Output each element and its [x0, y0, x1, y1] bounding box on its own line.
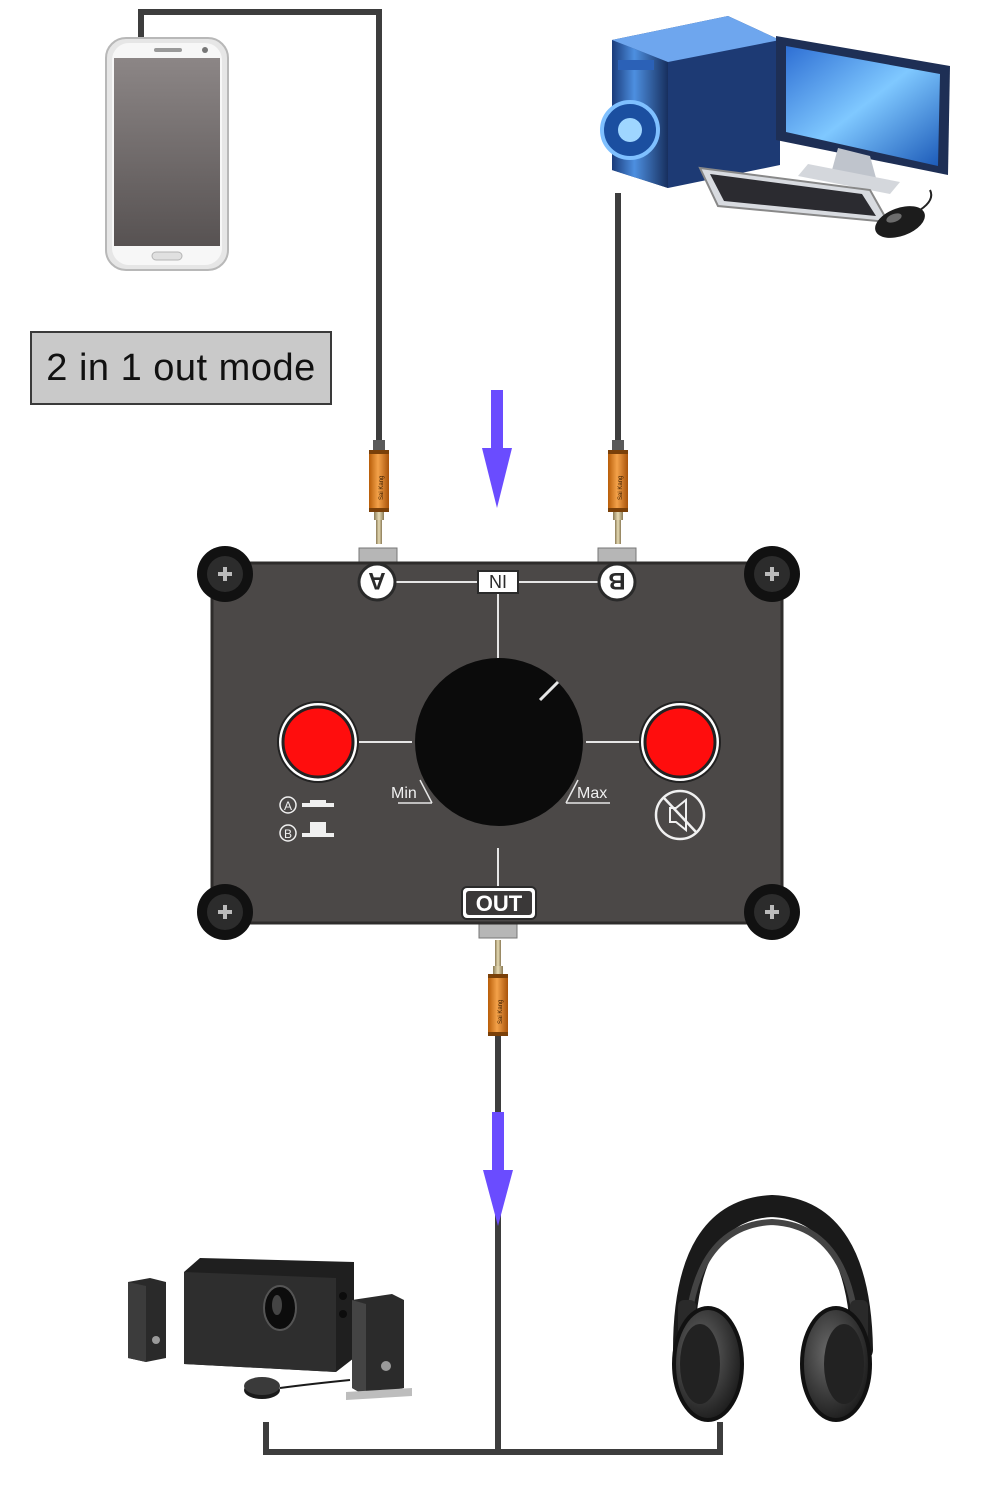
- smartphone-icon: [105, 37, 229, 271]
- signal-arrow-down-output-icon: [483, 1112, 513, 1226]
- in-label-badge: IN: [477, 570, 519, 594]
- speaker-system-icon: [128, 1258, 412, 1400]
- out-label-badge: OUT: [461, 886, 537, 920]
- input-a-badge: A: [357, 562, 397, 602]
- audio-switch-box: A B IN: [197, 546, 800, 940]
- plug-brand-label: Sai Kang: [379, 476, 385, 500]
- speaker-mute-icon: [654, 789, 706, 841]
- input-b-label: B: [608, 567, 625, 594]
- audio-plug-b-icon: Sai Kang: [608, 440, 628, 544]
- audio-plug-output-icon: Sai Kang: [488, 940, 508, 1036]
- screw-icon: [197, 884, 253, 940]
- plug-brand-label: Sai Kang: [618, 476, 624, 500]
- volume-min-label: Min: [391, 785, 417, 802]
- screw-icon: [197, 546, 253, 602]
- cable-phone-to-input-a: [138, 9, 382, 448]
- out-label: OUT: [476, 891, 523, 916]
- desktop-computer-icon: [600, 16, 950, 238]
- headphones-icon: [672, 1194, 873, 1422]
- input-a-label: A: [368, 567, 385, 594]
- switch-legend-b-label: B: [284, 827, 292, 841]
- cable-output-to-splitter: [263, 1036, 723, 1455]
- switch-legend-a-label: A: [284, 799, 292, 813]
- plug-brand-label: Sai Kang: [498, 1000, 504, 1024]
- volume-max-label: Max: [577, 785, 607, 802]
- mute-button[interactable]: [639, 701, 721, 783]
- switch-position-legend: A B: [279, 796, 334, 842]
- input-select-button[interactable]: [277, 701, 359, 783]
- mode-label: 2 in 1 out mode: [46, 346, 316, 389]
- screw-icon: [744, 884, 800, 940]
- audio-plug-a-icon: Sai Kang: [369, 440, 389, 544]
- volume-knob[interactable]: [415, 658, 583, 826]
- input-b-badge: B: [597, 562, 637, 602]
- mode-label-box: 2 in 1 out mode: [30, 331, 332, 405]
- signal-arrow-down-icon: [482, 390, 512, 508]
- screw-icon: [744, 546, 800, 602]
- in-label: IN: [489, 571, 507, 591]
